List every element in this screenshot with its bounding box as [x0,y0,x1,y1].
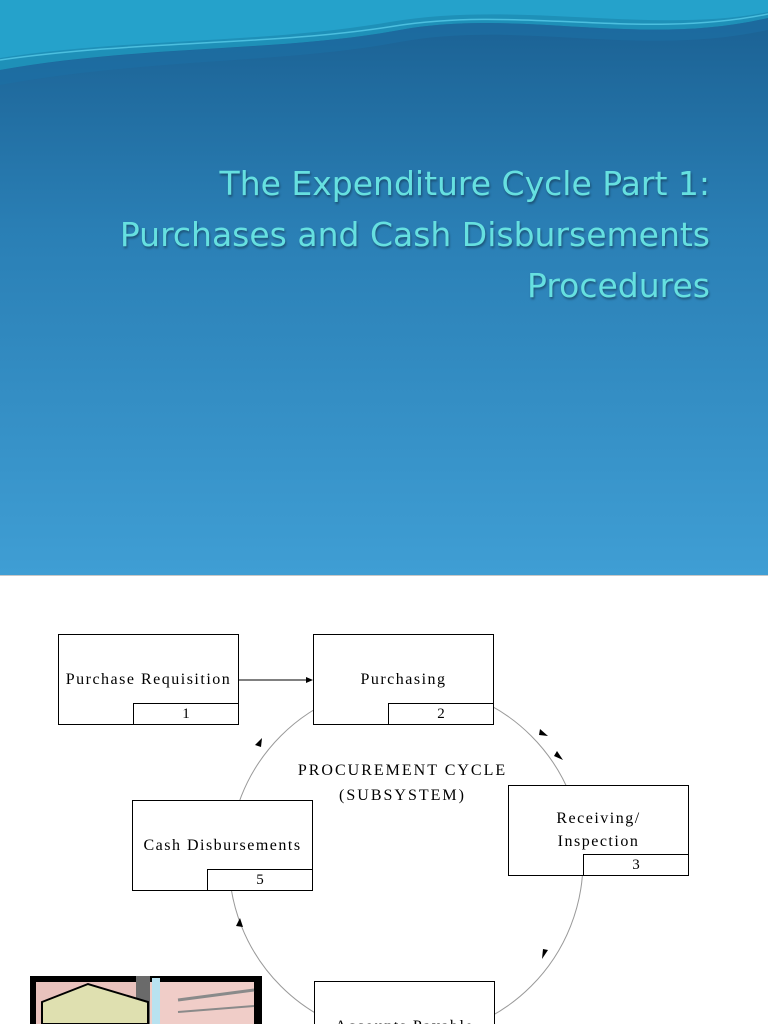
clipart-image [30,976,262,1024]
box-number: 2 [388,703,494,725]
box-number: 1 [133,703,239,725]
arrow-purchasing-to-receiving-1 [539,729,548,736]
center-label-line-1: PROCUREMENT CYCLE [297,762,508,779]
box-label: Accounts Payable [315,1016,494,1024]
wave-decoration [0,0,768,85]
arrow-disbursements-to-requisition [255,738,262,747]
title-line-3: Procedures [527,266,710,305]
purchasing-box: Purchasing 2 [313,634,494,725]
box-label-line-2: Inspection [557,833,640,850]
arrow-purchasing-to-receiving-2 [554,751,563,760]
slide-separator [0,575,768,576]
diagram-slide: Purchase Requisition 1 Purchasing 2 Rece… [0,576,768,1024]
box-label-line-1: Receiving/ [556,810,641,827]
accounts-payable-box: Accounts Payable 4 [314,981,495,1024]
receiving-inspection-box: Receiving/ Inspection 3 [508,785,689,876]
box-number: 3 [583,854,689,876]
title-line-2: Purchases and Cash Disbursements [119,215,710,254]
box-label: Purchase Requisition [65,671,232,688]
arrow-payable-to-disbursements [236,918,243,927]
title-slide: The Expenditure Cycle Part 1: Purchases … [0,0,768,576]
purchase-requisition-box: Purchase Requisition 1 [58,634,239,725]
title-line-1: The Expenditure Cycle Part 1: [219,164,710,203]
arrow-receiving-to-payable [542,949,548,959]
box-label: Cash Disbursements [143,837,302,854]
slide-title: The Expenditure Cycle Part 1: Purchases … [30,158,710,311]
center-label-line-2: (SUBSYSTEM) [339,787,466,804]
cash-disbursements-box: Cash Disbursements 5 [132,800,313,891]
box-number: 5 [207,869,313,891]
box-label: Purchasing [360,671,447,688]
